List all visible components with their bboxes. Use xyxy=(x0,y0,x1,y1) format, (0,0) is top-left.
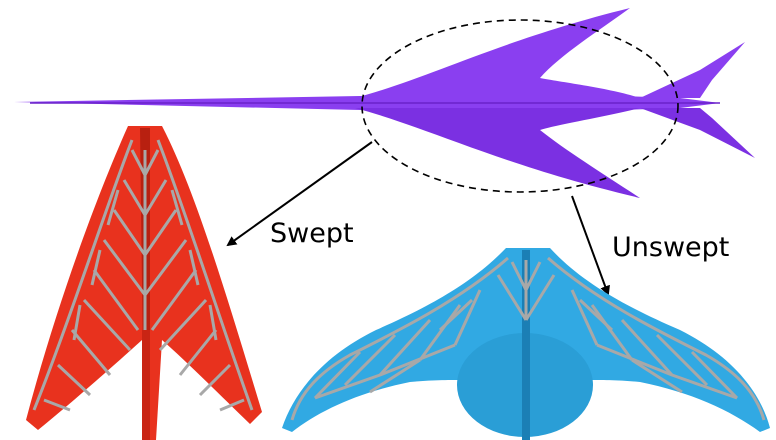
unswept-label: Unswept xyxy=(612,232,730,263)
swept-wing xyxy=(26,126,262,440)
highlight-ellipse xyxy=(361,19,679,193)
aircraft-tail-lower xyxy=(640,108,755,158)
arrow-to-swept xyxy=(226,141,373,247)
unswept-wing-structure xyxy=(290,256,766,421)
unswept-wing-strut xyxy=(522,380,530,440)
swept-wing-strut xyxy=(142,330,150,440)
aircraft-top-view xyxy=(14,8,755,198)
swept-label: Swept xyxy=(270,218,354,249)
aircraft-main-wing-upper xyxy=(355,8,640,98)
swept-wing-structure xyxy=(32,139,254,412)
aircraft-main-wing-lower xyxy=(355,108,640,198)
aircraft-tail-upper xyxy=(640,42,745,98)
arrow-to-unswept xyxy=(571,195,610,296)
unswept-wing xyxy=(282,248,770,440)
